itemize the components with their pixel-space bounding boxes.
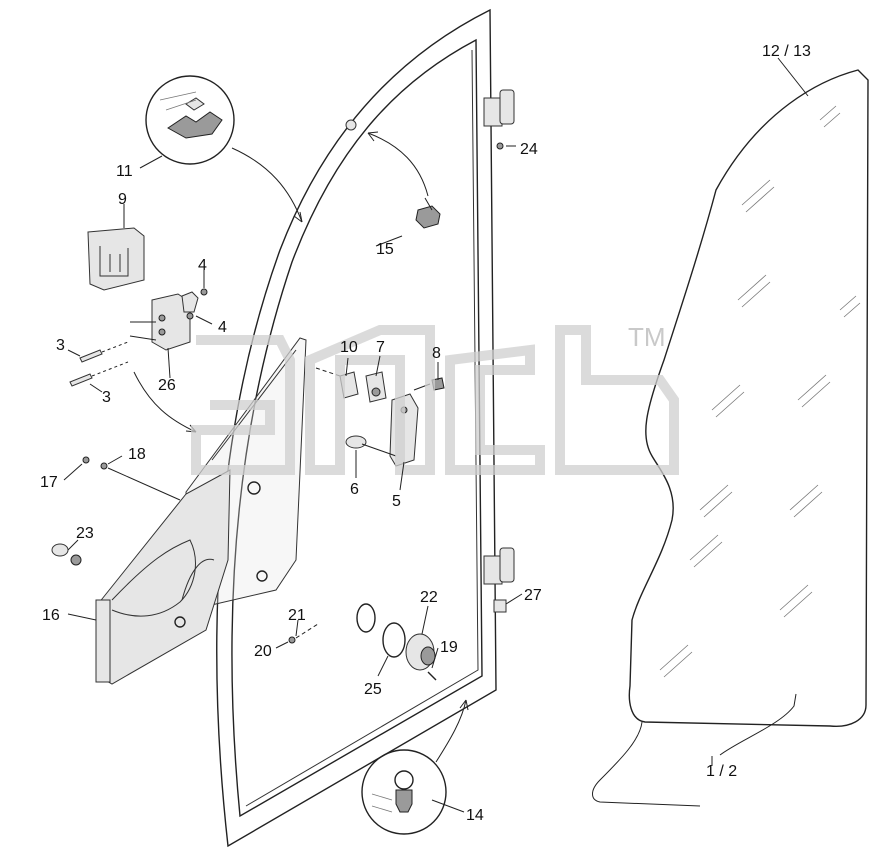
label-part-19: 19 [440,639,458,656]
upper-hinge [483,89,515,127]
label-part-26: 26 [158,377,176,394]
label-part-7: 7 [376,339,385,356]
label-leaders [63,57,809,813]
label-part-4-upper: 4 [198,257,207,274]
label-part-4-lower: 4 [218,319,227,336]
detail-circle-14 [361,749,447,835]
label-part-10: 10 [340,339,358,356]
label-part-25: 25 [364,681,382,698]
label-part-6: 6 [350,481,359,498]
part-25-gasket [356,603,406,658]
label-part-21: 21 [288,607,306,624]
label-part-16: 16 [42,607,60,624]
watermark-logo: TM [191,322,679,475]
label-part-23: 23 [76,525,94,542]
label-part-20: 20 [254,643,272,660]
label-part-17: 17 [40,474,58,491]
label-part-11: 11 [116,163,133,180]
detail-circle-11 [145,75,235,165]
label-part-8: 8 [432,345,441,362]
part-22-lock-cylinder [405,633,436,671]
part-26-lock-block [151,291,199,351]
lower-hinge [483,547,515,585]
label-part-9: 9 [118,191,127,208]
label-part-3-lower: 3 [102,389,111,406]
label-part-18: 18 [128,446,146,463]
part-23-clip [51,543,82,566]
part-9-bracket [87,227,145,291]
label-part-15: 15 [376,241,394,258]
part-15-block [415,205,441,229]
label-part-24: 24 [520,141,538,158]
part-16-trim [95,469,231,685]
part-27-nut [493,599,507,613]
glass-panel-12-13 [592,69,869,807]
part-19-screw [427,671,437,681]
label-part-14: 14 [466,807,484,824]
label-part-3-upper: 3 [56,337,65,354]
part-6-washer [345,435,367,449]
part-24-washer [496,142,504,150]
label-part-12-13: 12 / 13 [762,43,811,60]
part-7-bezel [365,371,387,403]
label-part-22: 22 [420,589,438,606]
door-frame [216,8,497,848]
label-part-5: 5 [392,493,401,510]
screw-3-upper [79,341,129,363]
label-part-1-2: 1 / 2 [706,763,737,780]
label-part-27: 27 [524,587,542,604]
trademark-mark: TM [628,322,666,352]
screw-3-lower [69,361,129,387]
